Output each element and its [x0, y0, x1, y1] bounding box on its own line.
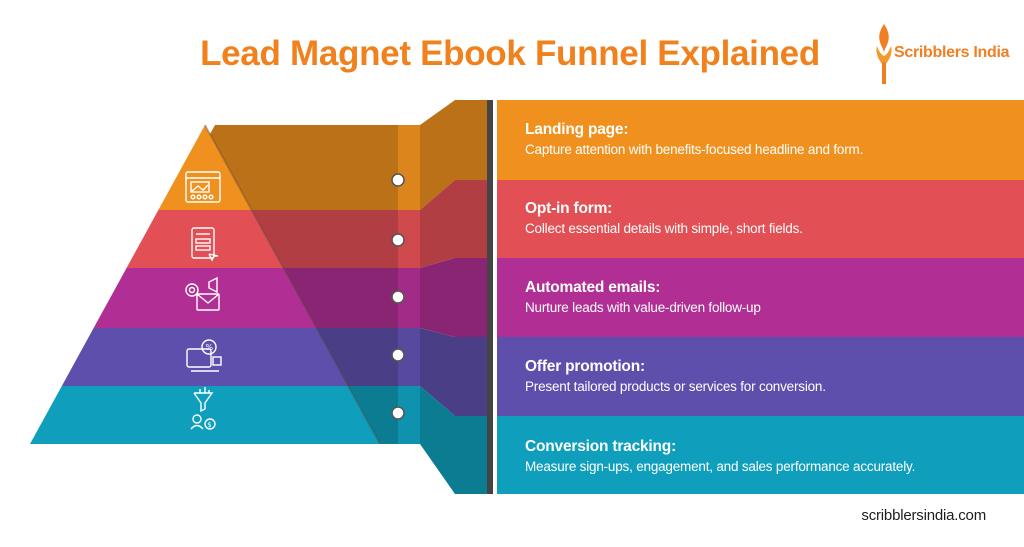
- stage-title: Conversion tracking:: [525, 438, 677, 455]
- form-icon: [191, 227, 219, 262]
- connector-dots: [391, 173, 405, 420]
- pyramid-edge: [204, 124, 381, 445]
- stage-panel-3: [497, 258, 1024, 337]
- website-url: scribblersindia.com: [861, 507, 986, 524]
- stage-title: Automated emails:: [525, 279, 661, 296]
- connector-dot-2: [391, 233, 405, 247]
- stage-landing-page: Landing page: Capture attention with ben…: [525, 120, 1015, 159]
- pyramid-layer-5: [30, 386, 380, 444]
- stage-panel-2: [497, 180, 1024, 258]
- stage-panel-5: [497, 416, 1024, 494]
- funnel-tab-3: [398, 268, 420, 328]
- webpage-icon: [185, 171, 221, 203]
- stage-title: Opt-in form:: [525, 200, 613, 217]
- page-title: Lead Magnet Ebook Funnel Explained: [200, 34, 820, 73]
- pyramid-icons: %$: [185, 171, 222, 430]
- stage-description: Present tailored products or services fo…: [525, 379, 826, 394]
- stage-description: Nurture leads with value-driven follow-u…: [525, 300, 761, 315]
- connector-dot-1: [391, 173, 405, 187]
- brand-name: Scribblers India: [894, 44, 1010, 61]
- funnel-tab-5: [398, 386, 420, 444]
- stage-description: Collect essential details with simple, s…: [525, 221, 803, 236]
- stage-automated-emails: Automated emails: Nurture leads with val…: [525, 278, 1015, 317]
- stage-opt-in-form: Opt-in form: Collect essential details w…: [525, 199, 1015, 238]
- connector-dot-5: [391, 406, 405, 420]
- funnel-tab-2: [398, 210, 420, 268]
- funnel-tab-1: [398, 125, 420, 210]
- stage-conversion-tracking: Conversion tracking: Measure sign-ups, e…: [525, 437, 1015, 476]
- funnel-strips: [40, 100, 1024, 494]
- stage-title: Offer promotion:: [525, 358, 645, 375]
- funnel-tab-4: [398, 328, 420, 386]
- stage-panel-1: [497, 100, 1024, 180]
- email-megaphone-icon: [185, 276, 220, 311]
- promotion-icon: %: [186, 339, 222, 372]
- pyramid-layer-1: [158, 125, 252, 210]
- stage-description: Measure sign-ups, engagement, and sales …: [525, 459, 916, 474]
- stage-panel-4: [497, 337, 1024, 416]
- stage-offer-promotion: Offer promotion: Present tailored produc…: [525, 357, 1015, 396]
- brand-logo: Scribblers India: [872, 22, 1012, 92]
- stage-title: Landing page:: [525, 121, 629, 138]
- stage-description: Capture attention with benefits-focused …: [525, 142, 864, 157]
- pyramid-layer-4: [61, 328, 349, 386]
- connector-dot-3: [391, 290, 405, 304]
- pen-nib-icon: [876, 24, 892, 84]
- divider-line: [487, 100, 493, 494]
- pyramid-layers: [30, 124, 381, 445]
- svg-text:%: %: [206, 343, 214, 352]
- pyramid-layer-3: [93, 268, 317, 328]
- connector-dot-4: [391, 348, 405, 362]
- funnel-tracking-icon: $: [190, 387, 216, 430]
- svg-text:$: $: [207, 421, 211, 429]
